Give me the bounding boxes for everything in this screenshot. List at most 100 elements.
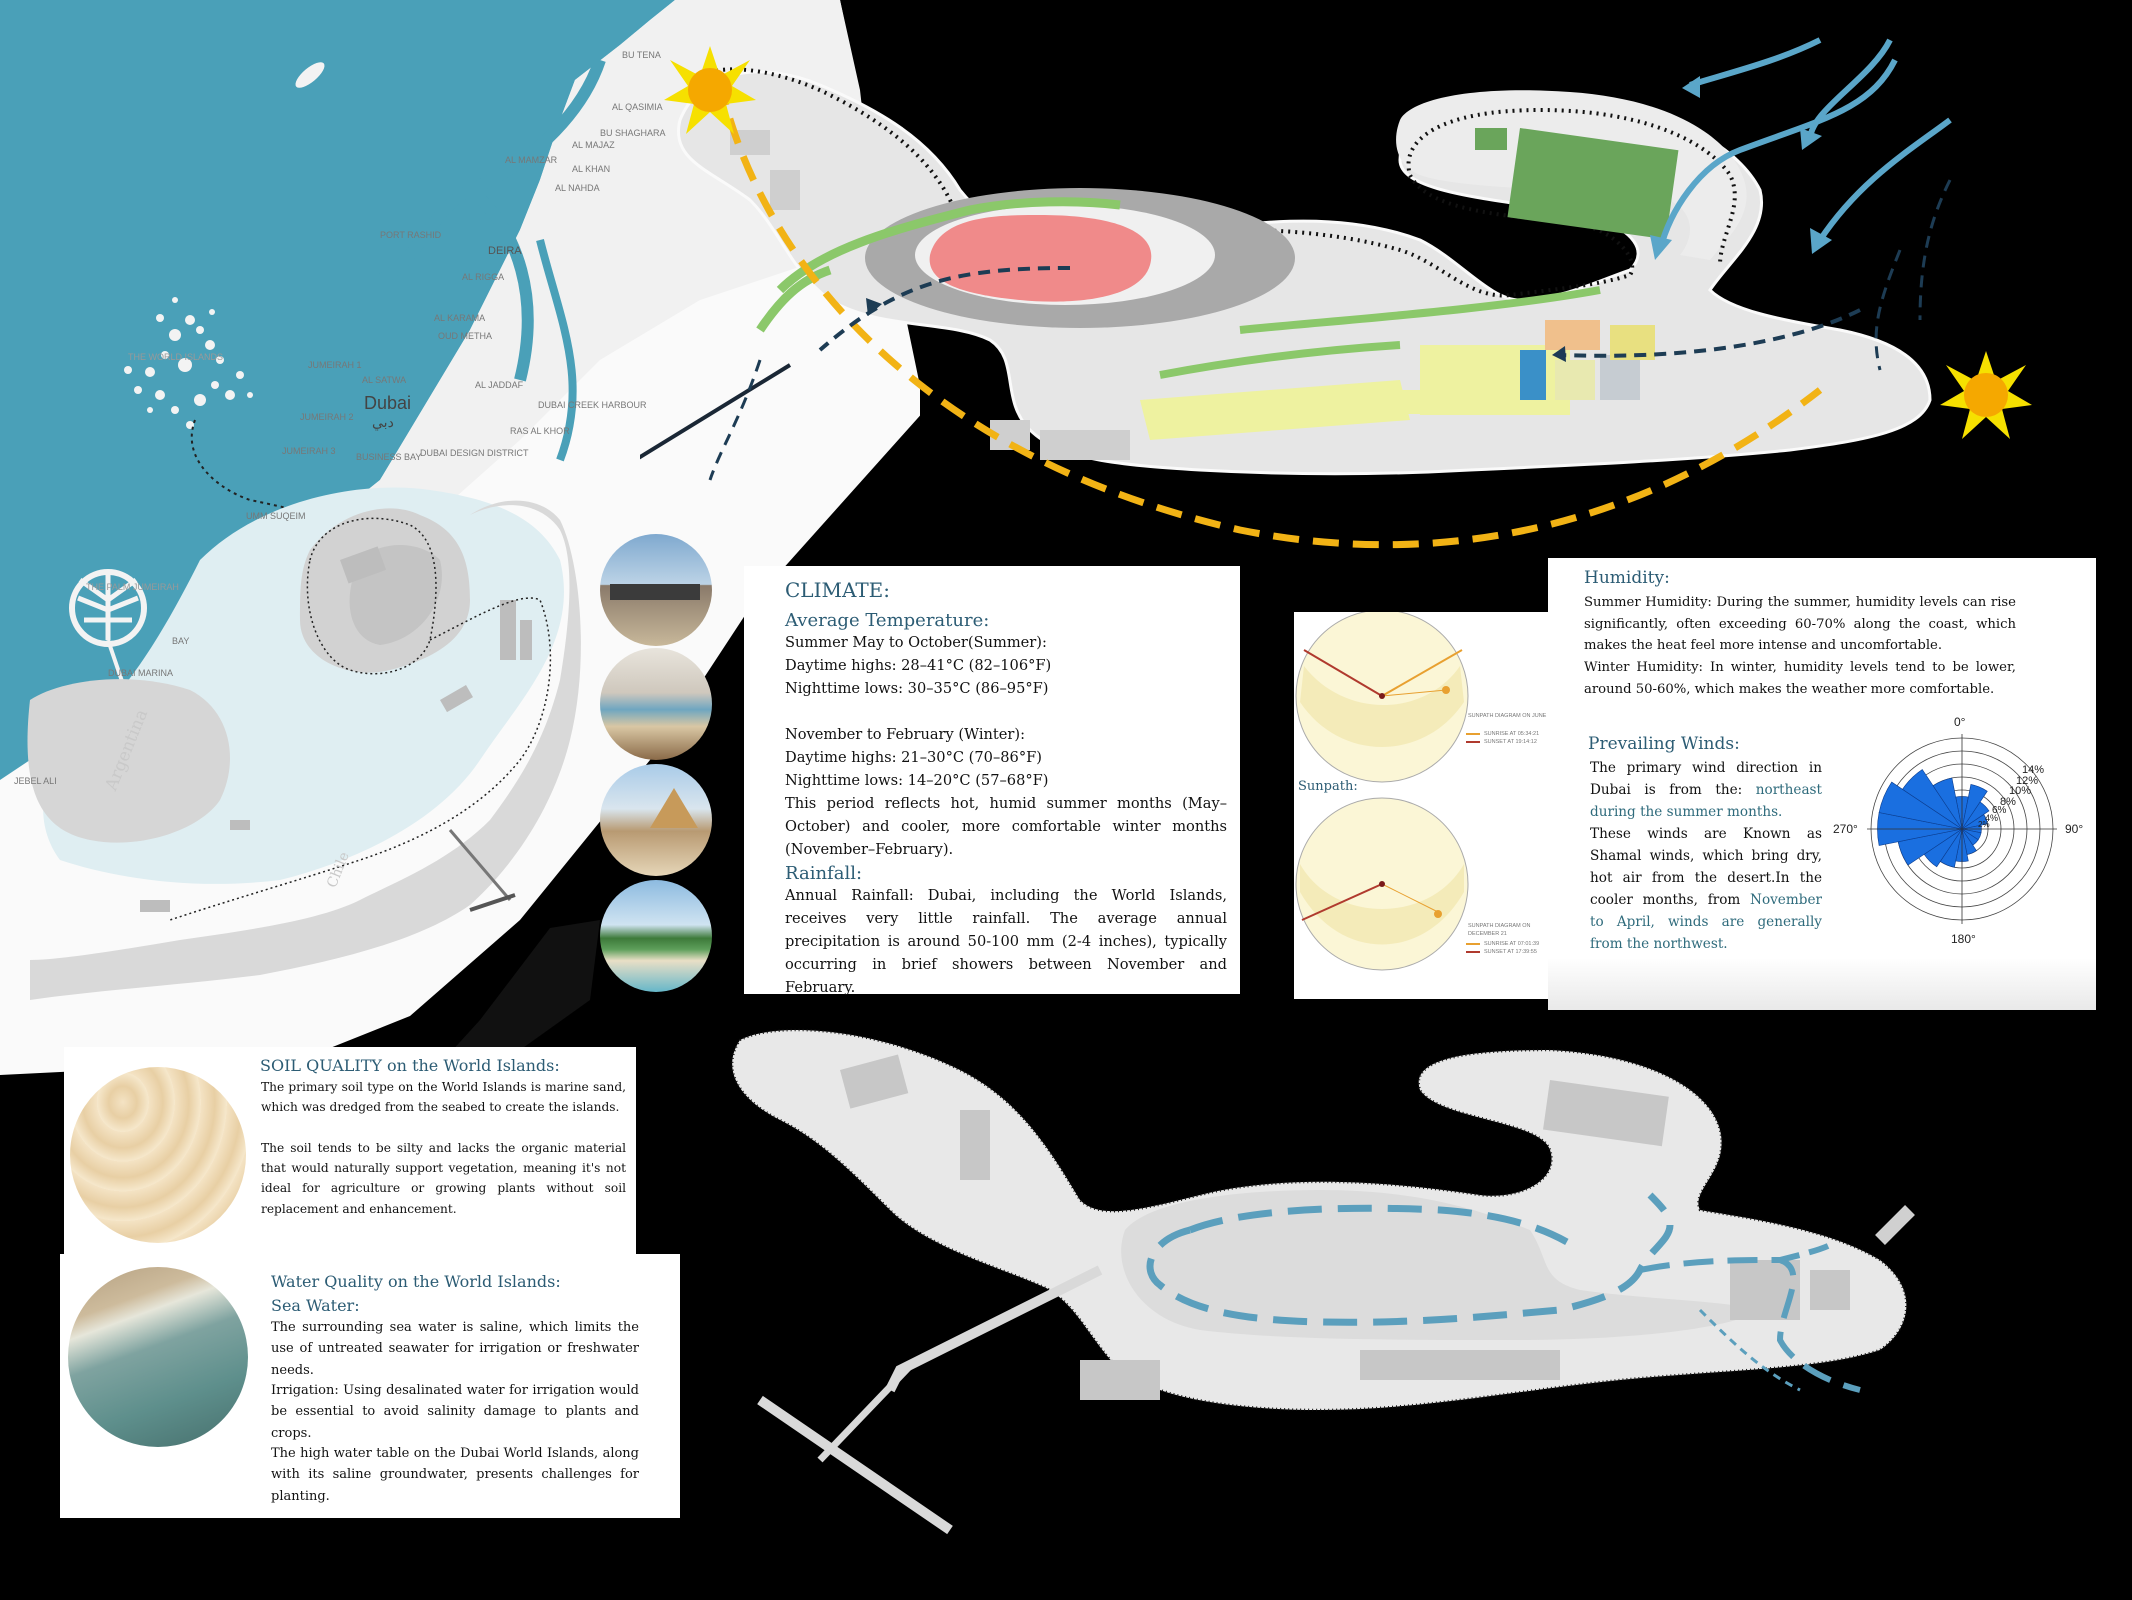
map-label: AL NAHDA xyxy=(555,183,600,193)
sunpath-june-sunset: SUNSET AT 19:14:12 xyxy=(1484,739,1537,745)
windrose-ring-label: 6% xyxy=(1992,805,2007,816)
soil-heading: SOIL QUALITY on the World Islands: xyxy=(260,1056,560,1075)
rain-text: Annual Rainfall: Dubai, including the Wo… xyxy=(785,887,1227,996)
windrose-sector xyxy=(1961,801,1990,830)
playground-photo xyxy=(600,764,712,876)
windrose-ring-label: 14% xyxy=(2022,764,2045,776)
map-label: DUBAI MARINA xyxy=(108,668,174,678)
map-label: AL MAJAZ xyxy=(572,140,615,150)
map-label: UMM SUQEIM xyxy=(246,511,306,521)
sunpath-june-title: SUNPATH DIAGRAM ON JUNE 21 xyxy=(1468,713,1554,719)
palm-beach-photo xyxy=(600,880,712,992)
map-label: AL KHAN xyxy=(572,164,611,174)
humidity-summer: Summer Humidity: During the summer, humi… xyxy=(1584,595,2016,653)
map-label: JEBEL ALI xyxy=(14,776,57,786)
map-label: JUMEIRAH 1 xyxy=(308,360,362,370)
windrose-south-label: 180° xyxy=(1951,932,1976,946)
map-label: THE PALM JUMEIRAH xyxy=(86,582,179,592)
sun-icon xyxy=(1940,351,2032,439)
summer-night: Nighttime lows: 30–35°C (86–95°F) xyxy=(785,680,1049,697)
sand-photo xyxy=(70,1067,246,1243)
map-label: AL JADDAF xyxy=(475,380,524,390)
winds-text-2b: November to April, winds are generally f… xyxy=(1590,892,1822,952)
map-label: JUMEIRAH 3 xyxy=(282,446,336,456)
windrose-east-label: 90° xyxy=(2065,822,2084,836)
sunpath-december-title: SUNPATH DIAGRAM ON DECEMBER 21 xyxy=(1468,923,1531,937)
winter-line: November to February (Winter): xyxy=(785,726,1025,743)
map-label: BUSINESS BAY xyxy=(356,452,422,462)
map-label: DUBAI CREEK HARBOUR xyxy=(538,400,647,410)
winds-text-2: These winds are Known as Shamal winds, w… xyxy=(1590,823,1822,955)
climate-title: CLIMATE: xyxy=(785,578,890,602)
sunpath-december-sunset: SUNSET AT 17:39:55 xyxy=(1484,949,1537,955)
water-heading: Water Quality on the World Islands: xyxy=(271,1272,561,1291)
water-text-1: The surrounding sea water is saline, whi… xyxy=(271,1320,639,1378)
sunpath-june-sunrise: SUNRISE AT 05:34:21 xyxy=(1484,731,1540,737)
map-label: AL MAMZAR xyxy=(505,155,558,165)
windrose-ring-label: 4% xyxy=(1985,813,1999,823)
winter-night: Nighttime lows: 14–20°C (57–68°F) xyxy=(785,772,1049,789)
temp-heading: Average Temperature: xyxy=(785,610,990,631)
windrose-sector xyxy=(1961,784,1988,830)
sunpath-card: Sunpath: SUNPATH DIAGRAM ON JUNE 21 SUNR… xyxy=(1294,612,1558,999)
map-label: AL SATWA xyxy=(362,375,407,385)
climate-card: CLIMATE: Average Temperature: Summer May… xyxy=(744,566,1240,996)
winds-text-1: The primary wind direction in Dubai is f… xyxy=(1590,757,1822,823)
summer-line: Summer May to October(Summer): xyxy=(785,634,1047,651)
beach-shade-photo xyxy=(600,648,712,760)
humidity-winds-card: Humidity: Summer Humidity: During the su… xyxy=(1548,558,2096,1010)
windrose-ring-label: 2% xyxy=(1978,820,1990,829)
soil-text-2: The soil tends to be silty and lacks the… xyxy=(261,1141,626,1216)
winds-text-1b: northeast during the summer months. xyxy=(1590,782,1822,820)
map-label: JUMEIRAH 2 xyxy=(300,412,354,422)
map-label: OUD METHA xyxy=(438,331,492,341)
sunpath-diagram-december xyxy=(1295,797,1469,971)
site-plan-water xyxy=(730,1028,1915,1535)
map-label: DUBAI DESIGN DISTRICT xyxy=(420,448,529,458)
windrose-ring-label: 12% xyxy=(2016,775,2039,787)
windrose-ring-label: 8% xyxy=(2000,796,2016,808)
map-label: BU SHAGHARA xyxy=(600,128,666,138)
map-label: BAY xyxy=(172,636,190,646)
map-label: PORT RASHID xyxy=(380,230,442,240)
soil-card: SOIL QUALITY on the World Islands: The p… xyxy=(64,1047,636,1254)
sun-icon xyxy=(664,46,756,134)
soil-text-1: The primary soil type on the World Islan… xyxy=(261,1080,626,1115)
site-plan-climate xyxy=(640,37,2032,549)
city-label: Dubai xyxy=(364,393,412,413)
map-label: AL RIGGA xyxy=(462,272,505,282)
windrose-sector xyxy=(1932,777,1963,830)
windrose-ring-label: 10% xyxy=(2009,785,2032,797)
windrose-north-label: 0° xyxy=(1954,715,1966,729)
winter-day: Daytime highs: 21–30°C (70–86°F) xyxy=(785,749,1042,766)
humidity-winter: Winter Humidity: In winter, humidity lev… xyxy=(1584,660,2016,697)
windrose-sector xyxy=(1878,781,1963,830)
map-label: THE WORLD ISLANDS xyxy=(128,352,224,362)
windrose-sector xyxy=(1961,814,1988,830)
map-label: BU TENA xyxy=(622,50,661,60)
sunpath-label: Sunpath: xyxy=(1298,779,1358,794)
windrose-west-label: 270° xyxy=(1833,822,1858,836)
period-text: This period reflects hot, humid summer m… xyxy=(785,795,1227,858)
sunpath-diagram-june xyxy=(1295,612,1469,783)
winds-heading: Prevailing Winds: xyxy=(1588,734,1740,754)
summer-day: Daytime highs: 28–41°C (82–106°F) xyxy=(785,657,1052,674)
water-text-3: The high water table on the Dubai World … xyxy=(271,1446,639,1504)
map-label: DEIRA xyxy=(488,245,522,257)
wind-rose-chart xyxy=(1867,734,2057,924)
beach-cafe-photo xyxy=(600,534,712,646)
winds-text-2a: These winds are Known as Shamal winds, w… xyxy=(1590,826,1822,908)
map-label: RAS AL KHOR xyxy=(510,426,570,436)
winds-text-1a: The primary wind direction in Dubai is f… xyxy=(1590,760,1822,798)
water-card: Water Quality on the World Islands: Sea … xyxy=(60,1254,680,1518)
city-label-arabic: دبي xyxy=(372,414,394,430)
humidity-heading: Humidity: xyxy=(1584,568,1670,588)
map-label: AL QASIMIA xyxy=(612,102,663,112)
rain-heading: Rainfall: xyxy=(785,863,863,884)
water-text-2: Irrigation: Using desalinated water for … xyxy=(271,1383,639,1441)
map-label: AL KARAMA xyxy=(434,313,486,323)
sunpath-december-sunrise: SUNRISE AT 07:01:39 xyxy=(1484,941,1540,947)
water-subheading: Sea Water: xyxy=(271,1296,360,1315)
sea-water-photo xyxy=(68,1267,248,1447)
windrose-sector xyxy=(1902,769,1963,830)
